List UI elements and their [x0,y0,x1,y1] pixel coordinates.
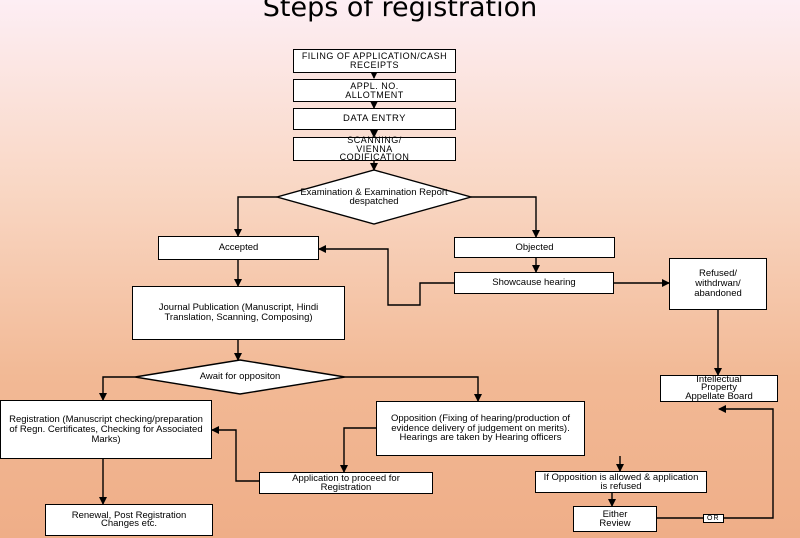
ipab-box: Intellectual Property Appellate Board [660,375,778,402]
opposition-box: Opposition (Fixing of hearing/production… [376,401,585,456]
arrow-exam-accepted [234,196,277,237]
allotment-box: APPL. NO. ALLOTMENT [293,79,456,102]
arrow-showcause-accepted [318,245,454,306]
refused-box: Refused/ withdrwan/ abandoned [669,258,767,310]
journal-box: Journal Publication (Manuscript, Hindi T… [132,286,345,340]
review-box: Either Review [573,506,657,532]
proceed-box: Application to proceed for Registration [259,472,433,494]
arrow-exam-objected [471,196,540,238]
or-label: OR [703,514,724,523]
allowed-box: If Opposition is allowed & application i… [535,471,707,493]
page-title: Steps of registration [262,0,538,23]
await-diamond [134,359,346,395]
examination-label: Examination & Examination Report despatc… [300,186,448,207]
objected-box: Objected [454,237,615,258]
arrow-await-registration [99,376,135,401]
filing-box: FILING OF APPLICATION/CASH RECEIPTS [293,49,456,73]
arrow-proceed-registration [211,426,259,482]
accepted-box: Accepted [158,236,319,260]
arrow-opposition-proceed [340,427,376,473]
examination-diamond [274,169,474,225]
renewal-box: Renewal, Post Registration Changes etc. [45,504,213,536]
await-label: Await for oppositon [199,371,281,382]
registration-box: Registration (Manuscript checking/prepar… [0,400,212,459]
arrow-await-opposition [345,376,482,402]
showcause-box: Showcause hearing [454,272,614,294]
data-entry-box: DATA ENTRY [293,108,456,130]
scanning-box: SCANNING/ VIENNA CODIFICATION [293,136,456,162]
arrow-review-ipab [657,405,774,519]
